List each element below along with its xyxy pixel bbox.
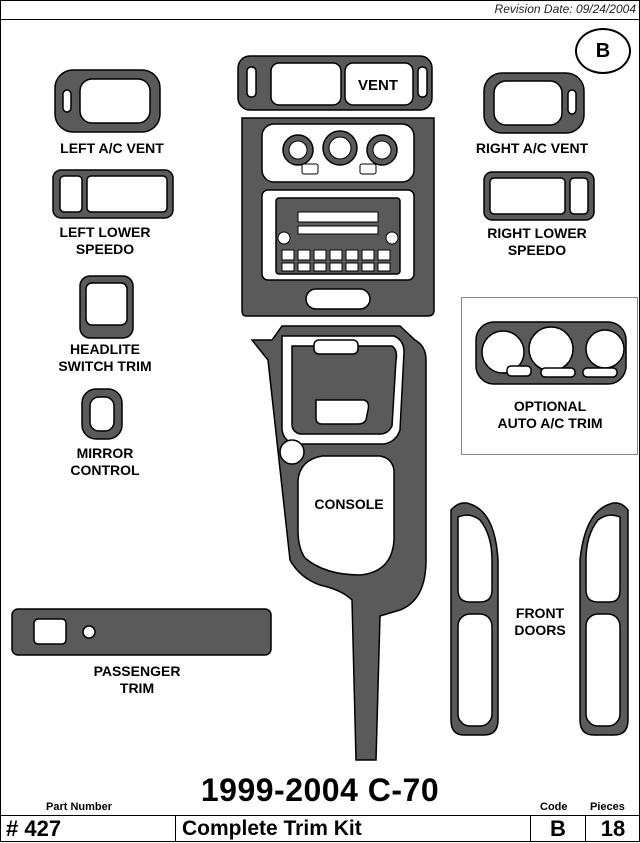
code-value: B: [531, 816, 586, 842]
label-left-ac-vent: LEFT A/C VENT: [60, 140, 164, 156]
label-passenger-trim: PASSENGER TRIM: [72, 663, 202, 697]
label-front-doors: FRONT DOORS: [500, 605, 580, 639]
pieces-label: Pieces: [590, 801, 625, 813]
button-grid: [281, 249, 391, 272]
kit-name: Complete Trim Kit: [176, 816, 531, 842]
revision-label: Revision Date:: [494, 2, 573, 16]
label-line: SPEEDO: [75, 241, 135, 257]
code-label: Code: [540, 801, 568, 813]
optional-auto-ac-trim-piece: [475, 321, 627, 385]
label-line: TRIM: [119, 680, 155, 696]
label-line: SWITCH TRIM: [58, 358, 152, 374]
label-line: CONTROL: [70, 462, 140, 478]
label-headlite-switch-trim: HEADLITE SWITCH TRIM: [40, 341, 170, 375]
console-piece: [250, 325, 427, 761]
label-line: RIGHT LOWER: [487, 225, 587, 241]
footer-bar: # 427 Complete Trim Kit B 18: [0, 815, 640, 843]
front-door-right-piece: [579, 502, 629, 736]
header-divider: [0, 19, 640, 20]
revision-value: 09/24/2004: [575, 2, 636, 16]
revision-date: Revision Date: 09/24/2004: [495, 2, 636, 16]
label-line: MIRROR: [76, 445, 134, 461]
vehicle-title: 1999-2004 C-70: [200, 772, 440, 808]
label-mirror-control: MIRROR CONTROL: [40, 445, 170, 479]
label-line: SPEEDO: [507, 242, 567, 258]
label-line: AUTO A/C TRIM: [497, 415, 603, 431]
label-right-ac-vent: RIGHT A/C VENT: [475, 140, 589, 156]
label-optional-auto-ac-trim: OPTIONAL AUTO A/C TRIM: [478, 398, 622, 432]
label-line: LEFT LOWER: [59, 224, 151, 240]
label-right-lower-speedo: RIGHT LOWER SPEEDO: [472, 225, 602, 259]
part-number: # 427: [0, 816, 176, 842]
headlite-switch-trim-piece: [79, 275, 134, 339]
part-number-label: Part Number: [46, 801, 113, 813]
left-lower-speedo-piece: [52, 169, 174, 219]
front-door-left-piece: [450, 502, 499, 736]
center-stack-piece: [241, 117, 435, 317]
pieces-value: 18: [600, 816, 626, 841]
center-vent-piece: [237, 55, 433, 111]
label-line: FRONT: [515, 605, 565, 621]
right-ac-vent-piece: [483, 72, 585, 134]
code-badge: B: [575, 28, 631, 74]
passenger-trim-piece: [11, 608, 272, 656]
right-lower-speedo-piece: [483, 171, 595, 221]
label-line: HEADLITE: [70, 341, 140, 357]
mirror-control-piece: [81, 388, 123, 440]
label-console: CONSOLE: [314, 496, 384, 512]
left-ac-vent-piece: [54, 69, 161, 133]
label-left-lower-speedo: LEFT LOWER SPEEDO: [40, 224, 170, 258]
optional-trim-box: [461, 297, 638, 455]
label-line: OPTIONAL: [513, 398, 587, 414]
label-vent: VENT: [357, 77, 398, 94]
label-line: PASSENGER: [93, 663, 181, 679]
label-line: DOORS: [514, 622, 566, 638]
